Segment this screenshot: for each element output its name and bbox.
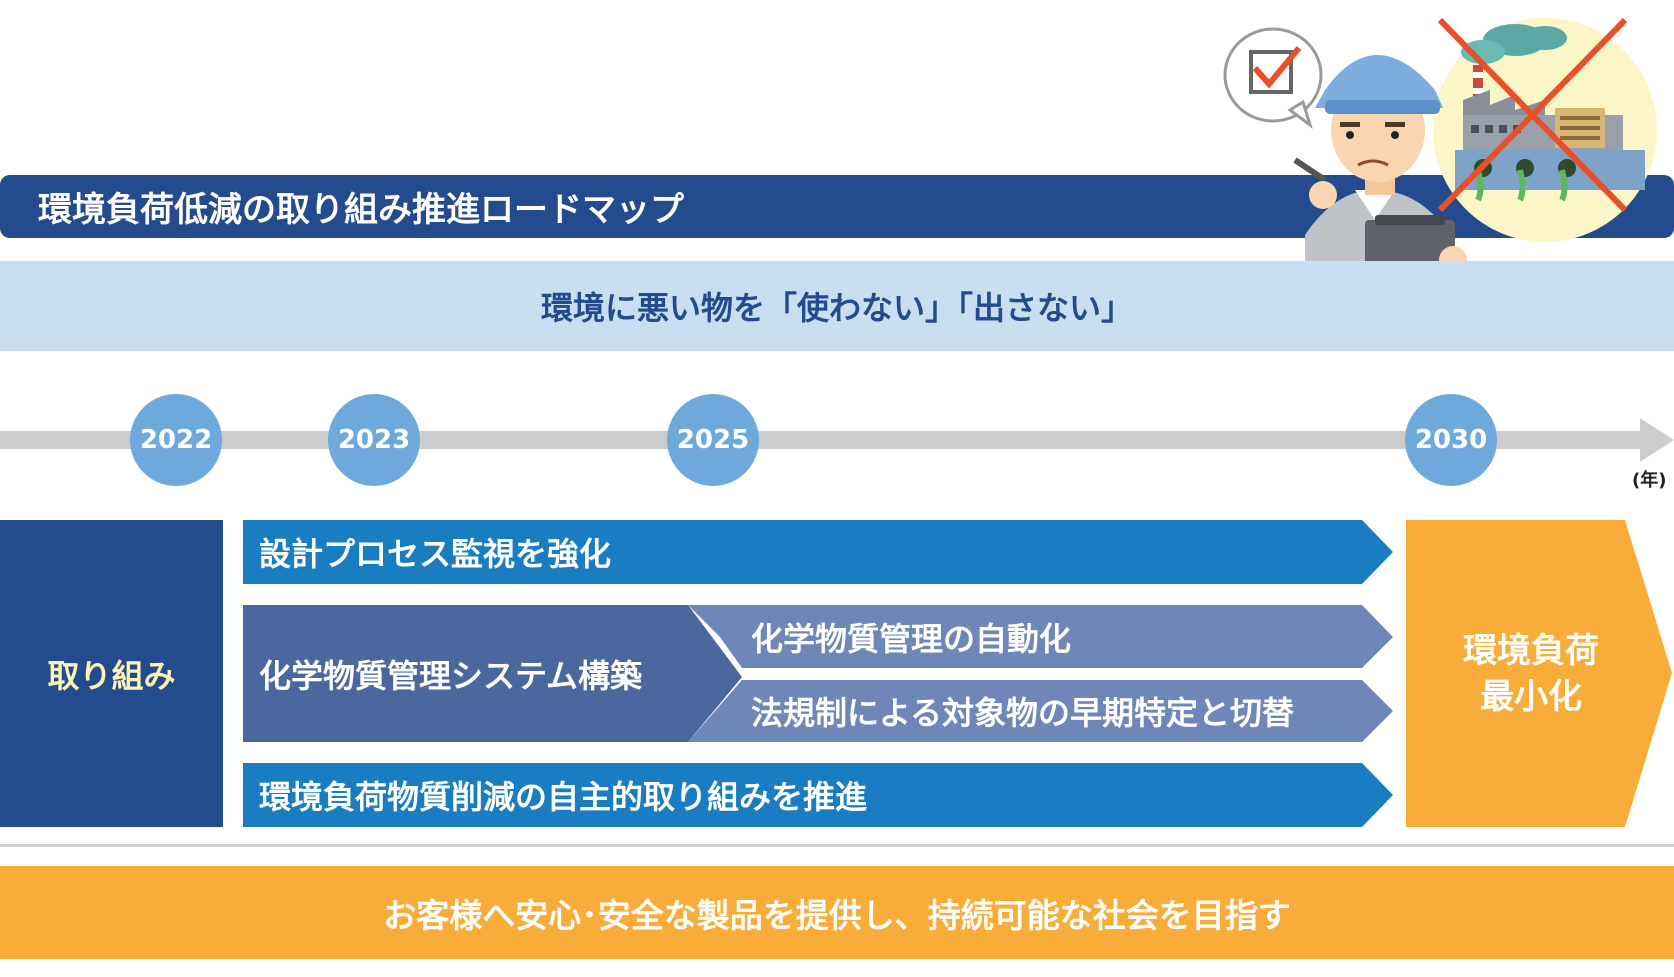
year-marker-2022: 2022 — [130, 394, 222, 486]
timeline-arrowhead — [1640, 418, 1674, 462]
footer-banner: お客様へ安心･安全な製品を提供し、持続可能な社会を目指す — [0, 866, 1674, 959]
year-marker-2030: 2030 — [1405, 394, 1497, 486]
year-marker-2025: 2025 — [667, 394, 759, 486]
timeline-unit-label: (年) — [1632, 470, 1667, 491]
early-identification-label: 法規制による対象物の早期特定と切替 — [751, 694, 1295, 732]
chem-system-block — [243, 605, 742, 742]
design-process-label: 設計プロセス監視を強化 — [259, 535, 612, 573]
polluting-factory-crossed-out-icon — [1433, 17, 1657, 242]
automation-label: 化学物質管理の自動化 — [751, 619, 1072, 658]
initiatives-label: 取り組み — [0, 520, 223, 827]
subtitle-banner: 環境に悪い物を「使わない」「出さない」 — [0, 261, 1674, 351]
design-process-arrow — [243, 520, 1393, 584]
goal-chevron — [1406, 520, 1672, 827]
chem-system-label: 化学物質管理システム構築 — [259, 656, 643, 695]
divider — [0, 844, 1674, 847]
goal-line-2: 最小化 — [1480, 676, 1582, 717]
illustration — [1223, 17, 1657, 330]
goal-line-1: 環境負荷 — [1463, 630, 1599, 671]
automation-arrow — [688, 605, 1393, 668]
voluntary-arrow — [243, 763, 1393, 827]
year-marker-2023: 2023 — [328, 394, 420, 486]
early-identification-arrow — [688, 680, 1393, 742]
voluntary-label: 環境負荷物質削減の自主的取り組みを推進 — [259, 778, 868, 816]
goal-label: 環境負荷 最小化 — [1406, 520, 1656, 827]
checkbox-speech-bubble-icon — [1223, 27, 1323, 129]
